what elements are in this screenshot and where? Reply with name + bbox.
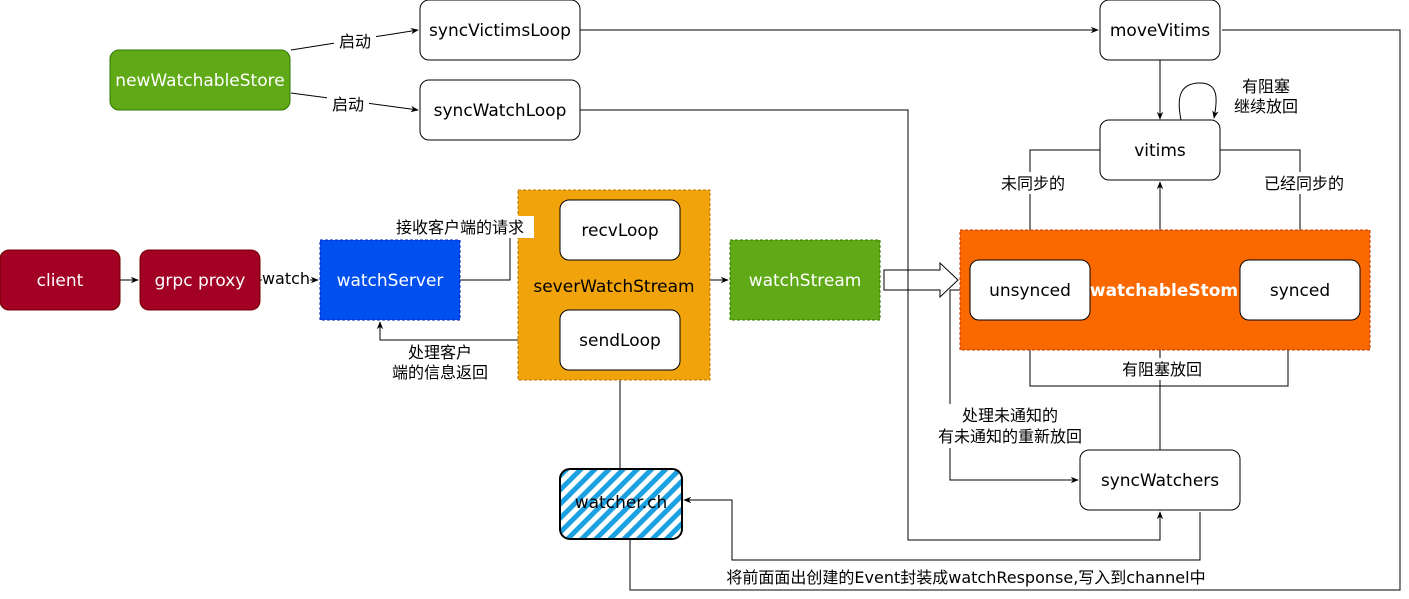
edge-stream-store xyxy=(883,261,959,299)
edge-unsynced-syncwatchers xyxy=(949,289,1079,484)
grpc-proxy-node xyxy=(139,249,261,311)
sync-watch-loop-label: syncWatchLoop xyxy=(434,101,567,121)
send-loop-label: sendLoop xyxy=(579,331,661,351)
watchable-stom-label: watchableStom xyxy=(1090,281,1238,301)
sync-victims-loop-label: syncVictimsLoop xyxy=(429,21,571,41)
move-vitims-label: moveVitims xyxy=(1110,21,1210,41)
sync-watchers-node xyxy=(1079,449,1241,511)
watcher-ch-label: watcher.ch xyxy=(575,493,668,513)
write-channel-label: 将前面面出创建的Event封装成watchResponse,写入到channel… xyxy=(726,568,1205,587)
vitims-label: vitims xyxy=(1134,141,1186,161)
send-loop-node xyxy=(559,309,681,371)
process-unnotified-label-2: 有未通知的重新放回 xyxy=(938,427,1082,446)
move-vitims-node xyxy=(1099,0,1221,61)
blocked-put-back-label: 有阻塞放回 xyxy=(1122,360,1202,379)
grpc-proxy-label: grpc proxy xyxy=(155,271,246,291)
handle-return-label-1: 处理客户 xyxy=(408,343,472,362)
client-node xyxy=(0,249,121,311)
edge-watchloop-syncwatchers xyxy=(580,109,1164,541)
unsynced-node xyxy=(969,259,1091,321)
synced-node xyxy=(1239,259,1361,321)
handle-return-label-2: 端的信息返回 xyxy=(392,363,488,382)
new-watchable-store-node xyxy=(109,49,291,111)
edge-send-server xyxy=(376,321,560,341)
edge-move-bottom xyxy=(629,29,1401,591)
vitims-node xyxy=(1099,119,1221,181)
vitims-self-loop xyxy=(1178,82,1219,121)
process-unnotified-label-1: 处理未通知的 xyxy=(962,406,1058,425)
sync-watch-loop-node xyxy=(419,79,581,141)
watcher-ch-node xyxy=(559,468,683,540)
watch-server-label: watchServer xyxy=(337,271,444,291)
sync-victims-loop-node xyxy=(419,0,581,61)
blocked-continue-label-1: 有阻塞 xyxy=(1242,77,1290,96)
new-watchable-store-label: newWatchableStore xyxy=(115,71,284,91)
edge-syncwatchers-ch xyxy=(683,496,1201,561)
client-label: client xyxy=(37,271,84,291)
watch-edge-label: watch xyxy=(262,269,310,288)
already-synced-label: 已经同步的 xyxy=(1264,174,1344,193)
blocked-continue-label-2: 继续放回 xyxy=(1234,97,1298,116)
edge-vitims-unsynced xyxy=(1026,149,1100,259)
sever-watch-stream-label: severWatchStream xyxy=(533,277,694,297)
start-label-1: 启动 xyxy=(339,32,371,51)
start-label-2: 启动 xyxy=(332,95,364,114)
not-synced-label: 未同步的 xyxy=(1001,174,1065,193)
sync-watchers-label: syncWatchers xyxy=(1101,471,1219,491)
watch-stream-label: watchStream xyxy=(749,271,862,291)
synced-label: synced xyxy=(1270,281,1330,301)
recv-loop-label: recvLoop xyxy=(581,221,658,241)
edge-vitims-synced xyxy=(1220,149,1304,259)
receive-request-label: 接收客户端的请求 xyxy=(396,218,524,237)
recv-loop-node xyxy=(559,199,681,261)
watch-stream-node xyxy=(729,239,881,321)
watch-server-node xyxy=(319,239,461,321)
unsynced-label: unsynced xyxy=(989,281,1071,301)
